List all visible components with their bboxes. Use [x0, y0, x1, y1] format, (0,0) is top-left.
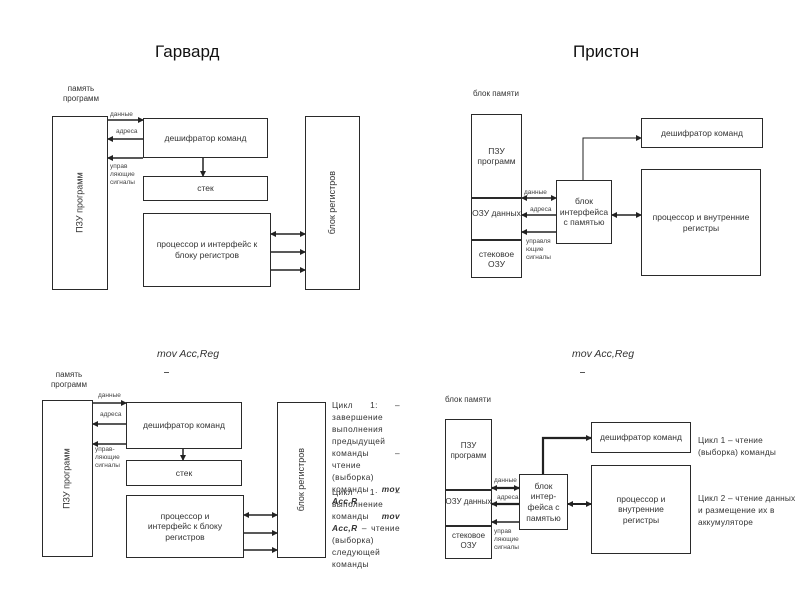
- princeton-processor-box: процессор и внутренние регистры: [641, 169, 761, 276]
- princeton-example-memory-label: блок памяти: [445, 395, 491, 404]
- harvard-example-cycle1b-note: Цикл 1· – выполнение команды mov Acc,R –…: [332, 486, 400, 570]
- princeton-stack-ram-label: стековое ОЗУ: [478, 249, 515, 270]
- harvard-example-processor-label: процессор и интерфейс к блоку регистров: [147, 510, 223, 542]
- princeton-example-dash: [580, 372, 585, 374]
- princeton-rom-label: ПЗУ программ: [477, 146, 516, 167]
- harvard-rom-box: ПЗУ программ: [52, 116, 108, 290]
- princeton-interface-label: блок интерфейса с памятью: [559, 196, 609, 228]
- princeton-example-memory-divider-2: [445, 525, 492, 527]
- princeton-example-interface-decoder-arrow: [541, 435, 592, 474]
- harvard-example-registers-label: блок регистров: [295, 448, 306, 512]
- harvard-example-decoder-label: дешифратор команд: [143, 420, 225, 431]
- harvard-registers-label: блок регистров: [326, 171, 337, 235]
- harvard-example-cycle1-note: Цикл 1: – завершение выполнения предыдущ…: [332, 399, 400, 507]
- harvard-example-memory-label: память программ: [50, 370, 88, 389]
- harvard-title: Гарвард: [155, 42, 220, 61]
- harvard-example-decoder-box: дешифратор команд: [126, 402, 242, 449]
- princeton-example-signal-control: управ ляющие сигналы: [494, 528, 519, 551]
- harvard-example-cycle1b-prefix: Цикл 1· – выполнение команды: [332, 487, 400, 522]
- harvard-example-registers-box: блок регистров: [277, 402, 326, 558]
- harvard-example-signal-address: адреса: [100, 411, 122, 418]
- harvard-example-cycle1b-suffix: – чтение (выборка) следующей команды: [332, 523, 400, 570]
- princeton-interface-box: блок интерфейса с памятью: [556, 180, 612, 244]
- princeton-decoder-label: дешифратор команд: [661, 127, 743, 138]
- harvard-example-stack-label: стек: [175, 467, 193, 478]
- princeton-example-ram-label: ОЗУ данных: [445, 497, 492, 506]
- princeton-example-processor-label: процессор и внутренние регистры: [616, 493, 666, 525]
- princeton-example-signal-data: данные: [494, 477, 517, 484]
- harvard-rom-label: ПЗУ программ: [74, 172, 85, 234]
- princeton-ram-label: ОЗУ данных: [472, 208, 521, 218]
- harvard-signal-control: управ ляющие сигналы: [110, 163, 135, 186]
- princeton-example-cycle2-note: Цикл 2 – чтение данных и размещение их в…: [698, 493, 796, 528]
- princeton-example-rom-label: ПЗУ программ: [450, 441, 487, 460]
- harvard-example-dash: [164, 372, 169, 374]
- princeton-example-stack-ram-label: стековое ОЗУ: [451, 531, 486, 550]
- princeton-memory-divider-1: [471, 197, 522, 199]
- princeton-example-processor-box: процессор и внутренние регистры: [591, 465, 691, 554]
- princeton-example-instruction: mov Acc,Reg: [572, 348, 635, 360]
- princeton-example-memory-divider-1: [445, 489, 492, 491]
- harvard-example-rom-box: ПЗУ программ: [42, 400, 93, 557]
- harvard-example-signal-control: управ- ляющие сигналы: [95, 446, 120, 469]
- princeton-example-interface-label: блок интер- фейса с памятью: [526, 480, 561, 523]
- princeton-example-cycle1-note: Цикл 1 – чтение (выборка) команды: [698, 435, 777, 458]
- princeton-processor-label: процессор и внутренние регистры: [652, 211, 750, 233]
- harvard-memory-label: память программ: [62, 84, 100, 103]
- harvard-example-rom-label: ПЗУ программ: [61, 448, 72, 509]
- harvard-decoder-box: дешифратор команд: [143, 118, 268, 158]
- harvard-example-stack-box: стек: [126, 460, 242, 486]
- harvard-example-signal-data: данные: [98, 392, 121, 399]
- princeton-decoder-box: дешифратор команд: [641, 118, 763, 148]
- harvard-example-processor-box: процессор и интерфейс к блоку регистров: [126, 495, 244, 558]
- princeton-example-decoder-label: дешифратор команд: [600, 432, 682, 443]
- harvard-signal-data: данные: [110, 111, 133, 118]
- princeton-signal-address: адреса: [530, 206, 552, 213]
- princeton-interface-decoder-arrow: [582, 135, 642, 180]
- princeton-signal-data: данные: [524, 189, 547, 196]
- princeton-signal-control: управля ющие сигналы: [526, 238, 551, 261]
- harvard-registers-box: блок регистров: [305, 116, 360, 290]
- princeton-example-signal-address: адреса: [497, 494, 519, 501]
- princeton-example-decoder-box: дешифратор команд: [591, 422, 691, 453]
- harvard-example-instruction: mov Acc,Reg: [157, 348, 220, 360]
- princeton-title: Пристон: [573, 42, 640, 61]
- harvard-decoder-label: дешифратор команд: [164, 132, 247, 143]
- harvard-example-cycle1-text: Цикл 1: – завершение выполнения предыдущ…: [332, 400, 400, 495]
- harvard-processor-label: процессор и интерфейс к блоку регистров: [156, 239, 258, 260]
- princeton-memory-divider-2: [471, 239, 522, 241]
- princeton-memory-label: блок памяти: [473, 89, 519, 98]
- harvard-example-cycle1-cmd: mov Acc,R: [332, 484, 400, 507]
- princeton-example-interface-box: блок интер- фейса с памятью: [519, 474, 568, 530]
- harvard-processor-box: процессор и интерфейс к блоку регистров: [143, 213, 271, 287]
- harvard-stack-label: стек: [197, 183, 214, 194]
- harvard-stack-box: стек: [143, 176, 268, 201]
- harvard-example-cycle1b-cmd: mov Acc,R: [332, 511, 400, 534]
- harvard-signal-address: адреса: [116, 128, 138, 135]
